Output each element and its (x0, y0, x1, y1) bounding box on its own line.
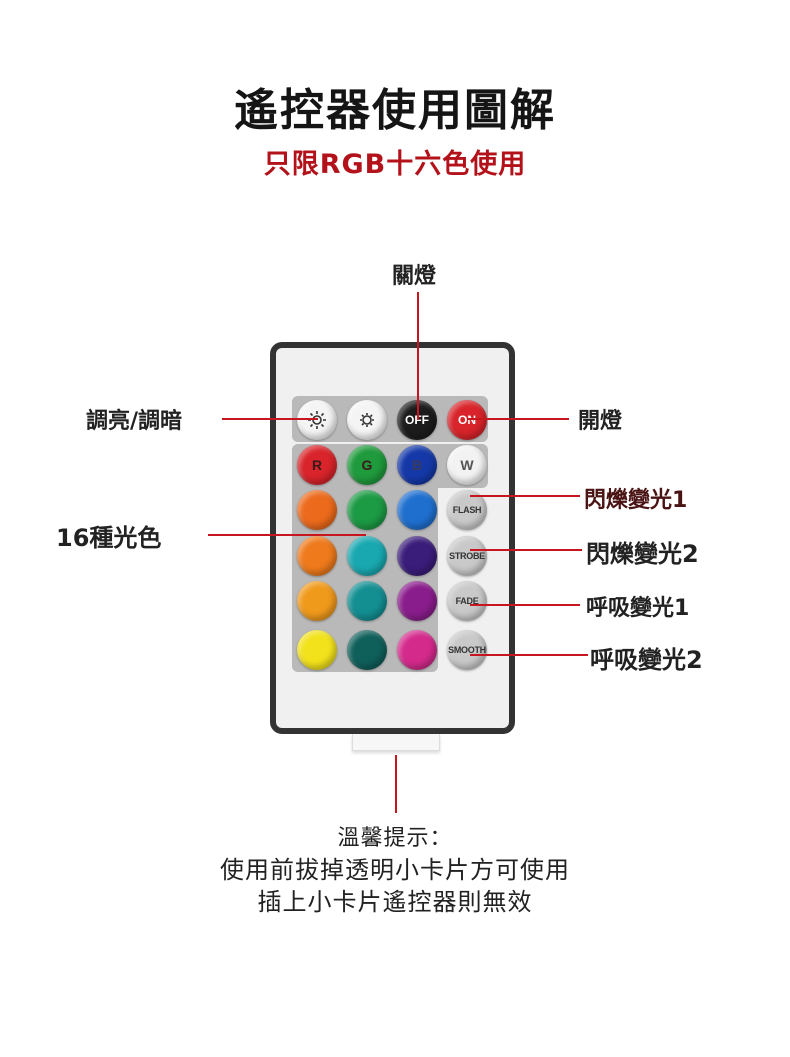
on-button[interactable]: ON (447, 400, 487, 440)
on-button-label: ON (458, 413, 476, 427)
color-button[interactable] (297, 536, 337, 576)
blue-button-label: B (411, 457, 423, 473)
callout-flash-label: 閃爍變光1 (584, 488, 688, 513)
callout-dim-label: 調亮/調暗 (86, 409, 183, 434)
color-button[interactable] (347, 490, 387, 530)
callout-flash-line (470, 495, 580, 497)
page-subtitle: 只限RGB十六色使用 (263, 149, 527, 180)
color-button[interactable] (347, 581, 387, 621)
callout-smooth-label: 呼吸變光2 (590, 646, 703, 674)
callout-colors-line (208, 534, 366, 536)
callout-colors-label: 16種光色 (56, 524, 162, 552)
callout-strobe-label: 閃爍變光2 (586, 540, 699, 568)
page-title: 遙控器使用圖解 (234, 85, 556, 136)
flash-button-label: FLASH (452, 505, 482, 515)
green-button-label: G (361, 457, 373, 473)
red-button-label: R (311, 457, 323, 473)
red-button[interactable]: R (297, 445, 337, 485)
brightness-up-button[interactable] (297, 400, 337, 440)
strobe-button-label: STROBE (449, 551, 485, 561)
brightness-down-icon (360, 413, 374, 427)
brightness-down-button[interactable] (347, 400, 387, 440)
brightness-up-icon (308, 411, 326, 429)
color-button[interactable] (297, 581, 337, 621)
color-button[interactable] (297, 630, 337, 670)
fade-button-label: FADE (455, 596, 479, 606)
callout-fade-label: 呼吸變光1 (586, 596, 690, 621)
color-button[interactable] (297, 490, 337, 530)
color-button[interactable] (397, 630, 437, 670)
fade-button[interactable]: FADE (447, 581, 487, 621)
callout-off-label: 關燈 (392, 264, 437, 289)
smooth-button-label: SMOOTH (448, 645, 486, 655)
callout-fade-line (470, 604, 580, 606)
callout-strobe-line (470, 549, 582, 551)
color-button[interactable] (397, 581, 437, 621)
insulation-tab (352, 734, 440, 751)
off-button-label: OFF (405, 413, 429, 427)
callout-smooth-line (470, 654, 588, 656)
callout-dim-line (222, 418, 318, 420)
strobe-button[interactable]: STROBE (447, 536, 487, 576)
blue-button[interactable]: B (397, 445, 437, 485)
note-line-2: 插上小卡片遙控器則無效 (257, 888, 533, 916)
color-button[interactable] (397, 490, 437, 530)
color-button[interactable] (347, 630, 387, 670)
color-button[interactable] (397, 536, 437, 576)
white-button-label: W (460, 457, 474, 473)
callout-on-line (467, 418, 569, 420)
callout-on-label: 開燈 (578, 409, 623, 434)
white-button[interactable]: W (447, 445, 487, 485)
note-title: 溫馨提示： (337, 826, 453, 851)
color-button[interactable] (347, 536, 387, 576)
note-line-1: 使用前拔掉透明小卡片方可使用 (220, 856, 570, 884)
callout-off-line (417, 292, 419, 420)
smooth-button[interactable]: SMOOTH (447, 630, 487, 670)
green-button[interactable]: G (347, 445, 387, 485)
callout-tab-line (395, 755, 397, 813)
